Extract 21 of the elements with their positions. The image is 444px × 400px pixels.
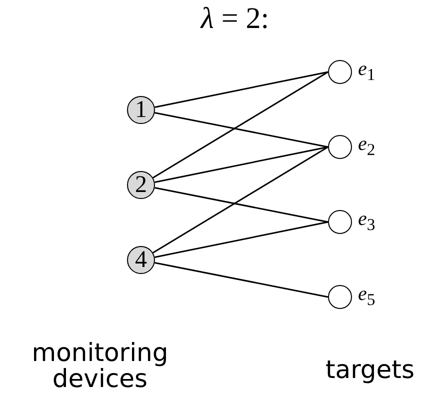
- title: λ = 2:: [199, 2, 270, 36]
- connector-line: [152, 146, 328, 254]
- connector-line: [154, 262, 328, 298]
- connector-line: [154, 112, 328, 148]
- connector-line: [154, 221, 328, 258]
- device-node: 4: [127, 246, 155, 274]
- axis-caption: monitoring devices: [30, 340, 170, 392]
- device-node: 1: [127, 96, 155, 124]
- target-label: e$_{1}$: [358, 58, 376, 85]
- target-node: [328, 135, 352, 159]
- axis-caption: targets: [324, 357, 416, 384]
- target-label: e$_{3}$: [358, 208, 376, 235]
- device-node: 2: [127, 171, 155, 199]
- connector-line: [154, 146, 328, 183]
- target-node: [328, 285, 352, 309]
- target-node: [328, 210, 352, 234]
- connector-line: [152, 71, 328, 178]
- target-label: e$_{5}$: [358, 283, 376, 310]
- connector-line: [154, 71, 328, 108]
- target-label: e$_{2}$: [358, 133, 376, 160]
- target-node: [328, 60, 352, 84]
